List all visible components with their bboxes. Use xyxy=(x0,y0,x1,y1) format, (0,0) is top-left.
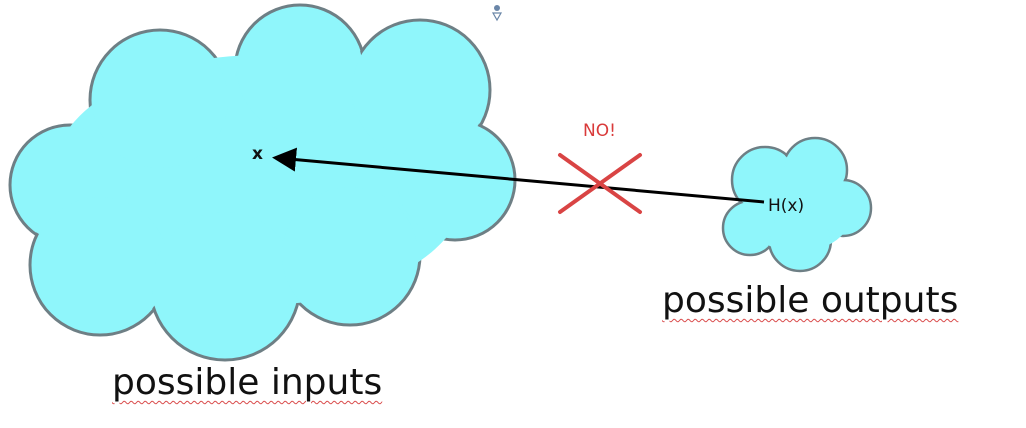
rejection-cross xyxy=(558,153,642,214)
possible-inputs-cloud xyxy=(8,3,517,362)
output-label: H(x) xyxy=(768,196,805,216)
possible-outputs-cloud xyxy=(721,136,873,273)
reverse-arrow xyxy=(272,147,765,204)
inputs-caption: possible inputs xyxy=(112,362,383,403)
rejection-label: NO! xyxy=(583,121,616,141)
outputs-caption: possible outputs xyxy=(662,280,959,321)
input-label: x xyxy=(252,144,263,164)
pin-icon xyxy=(491,5,503,22)
